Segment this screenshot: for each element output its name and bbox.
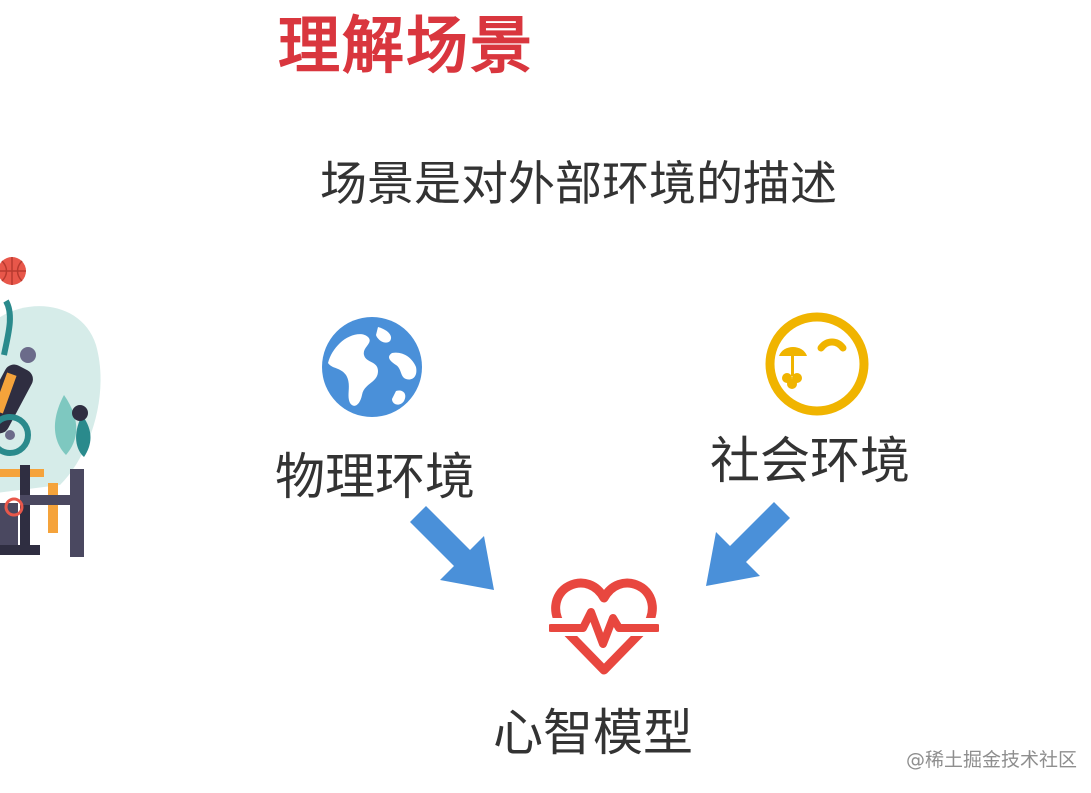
slide-subtitle: 场景是对外部环境的描述	[320, 157, 837, 212]
watermark: @稀土掘金技术社区	[906, 749, 1078, 771]
arrow-down-right-icon	[410, 506, 494, 590]
slide-title: 理解场景	[278, 9, 535, 82]
social-environment-label: 社会环境	[710, 432, 910, 490]
smiley-icon	[765, 312, 869, 416]
physical-environment-label: 物理环境	[275, 448, 475, 506]
arrow-down-left-icon	[706, 502, 790, 586]
decorative-illustration-icon	[0, 257, 101, 557]
heartbeat-icon	[549, 578, 659, 675]
globe-icon	[320, 315, 424, 419]
mental-model-label: 心智模型	[493, 704, 693, 762]
